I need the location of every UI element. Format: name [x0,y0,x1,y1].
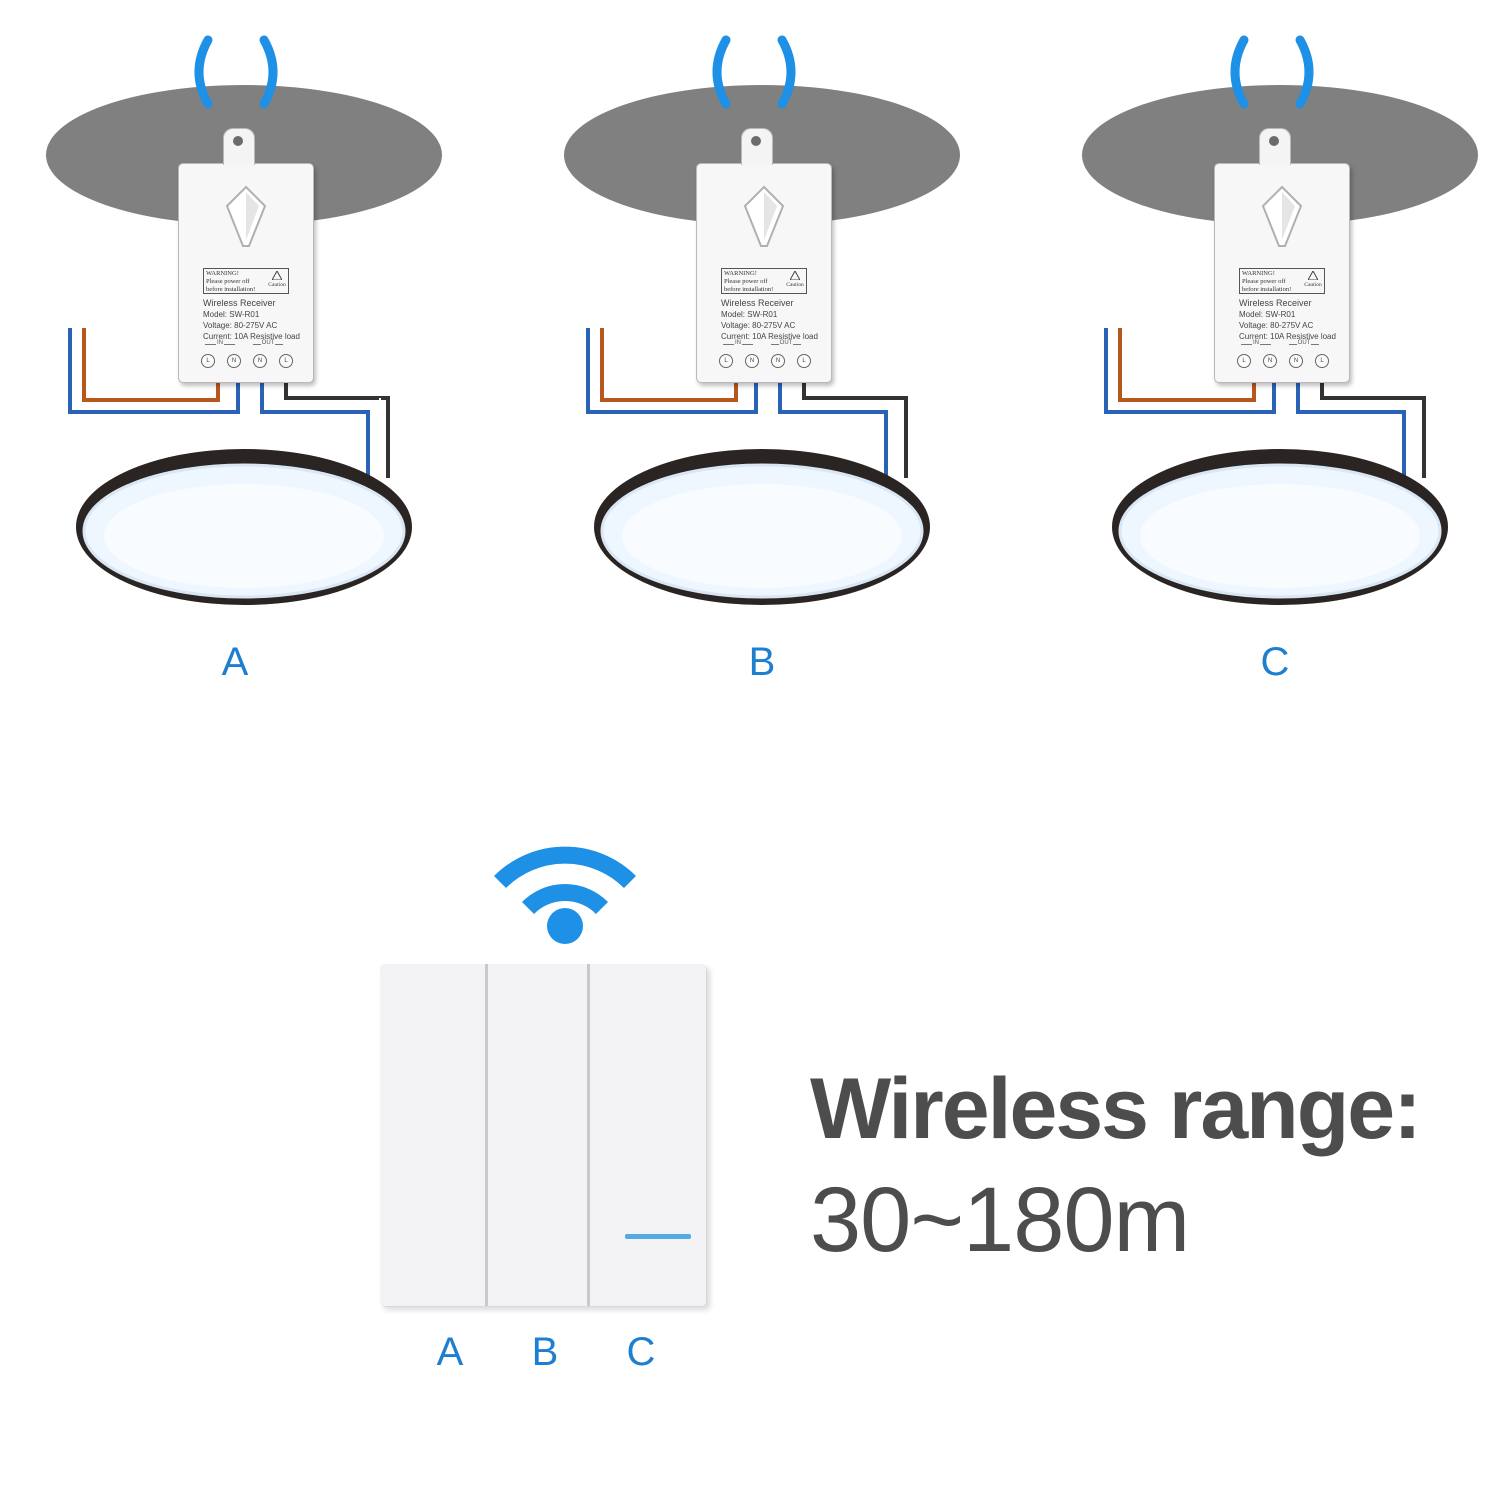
terminal: L [797,354,811,368]
caution-icon: Caution [1304,269,1322,288]
caution-icon: Caution [786,269,804,288]
wireless-receiver: WARNING! Please power off before install… [1214,128,1350,383]
terminal: L [719,354,733,368]
in-terminal-label: IN [723,340,753,351]
warning-label: WARNING! Please power off before install… [721,268,807,294]
terminal-block: IN OUT L N N L [201,340,297,370]
terminal: L [1315,354,1329,368]
ceiling-lamp [594,449,930,605]
range-title: Wireless range: [810,1061,1422,1157]
wiring [68,328,390,480]
switch-label-a: A [436,1330,464,1374]
wireless-receiver: WARNING! Please power off before install… [696,128,832,383]
terminal: N [771,354,785,368]
wiring [1104,328,1426,480]
unit-label: A [221,640,249,684]
receiver-spec-text: Wireless Receiver Model: SW-R01 Voltage:… [721,298,818,341]
caution-icon: Caution [268,269,286,288]
terminal-block: IN OUT L N N L [1237,340,1333,370]
receiver-unit-b: WARNING! Please power off before install… [518,0,1018,700]
receiver-unit-c: WARNING! Please power off before install… [1036,0,1500,700]
wiring [586,328,908,480]
terminal-block: IN OUT L N N L [719,340,815,370]
receiver-spec-text: Wireless Receiver Model: SW-R01 Voltage:… [203,298,300,341]
receiver-unit-a: WARNING! Please power off before install… [0,0,500,700]
ceiling-lamp [1112,449,1448,605]
switch-key-a[interactable] [380,964,488,1306]
mounting-hook [1259,128,1291,165]
wall-switch-panel [380,964,706,1306]
mounting-hook [741,128,773,165]
out-terminal-label: OUT [771,340,801,351]
diamond-logo-icon [225,185,267,247]
out-terminal-label: OUT [253,340,283,351]
terminal: L [1237,354,1251,368]
diamond-logo-icon [743,185,785,247]
warning-label: WARNING! Please power off before install… [203,268,289,294]
indicator-light [625,1234,691,1239]
ceiling-lamp-artwork [564,35,960,605]
switch-key-c[interactable] [590,964,706,1306]
terminal: N [253,354,267,368]
unit-label: B [748,640,776,684]
terminal: N [227,354,241,368]
terminal: L [201,354,215,368]
ceiling-lamp-artwork [1082,35,1478,605]
terminal: N [745,354,759,368]
terminal: N [1263,354,1277,368]
ceiling-lamp [76,449,412,605]
ceiling-lamp-artwork [46,35,442,605]
in-terminal-label: IN [205,340,235,351]
wifi-icon [493,846,637,944]
switch-label-b: B [531,1330,559,1374]
in-terminal-label: IN [1241,340,1271,351]
wireless-receiver: WARNING! Please power off before install… [178,128,314,383]
mounting-hook [223,128,255,165]
warning-label: WARNING! Please power off before install… [1239,268,1325,294]
switch-key-b[interactable] [488,964,590,1306]
terminal: N [1289,354,1303,368]
unit-label: C [1260,640,1290,684]
range-value: 30~180m [810,1169,1190,1271]
terminal: L [279,354,293,368]
receiver-spec-text: Wireless Receiver Model: SW-R01 Voltage:… [1239,298,1336,341]
signal-waves-icon [712,35,796,109]
diamond-logo-icon [1261,185,1303,247]
signal-waves-icon [1230,35,1314,109]
switch-label-c: C [626,1330,656,1374]
out-terminal-label: OUT [1289,340,1319,351]
signal-waves-icon [194,35,278,109]
